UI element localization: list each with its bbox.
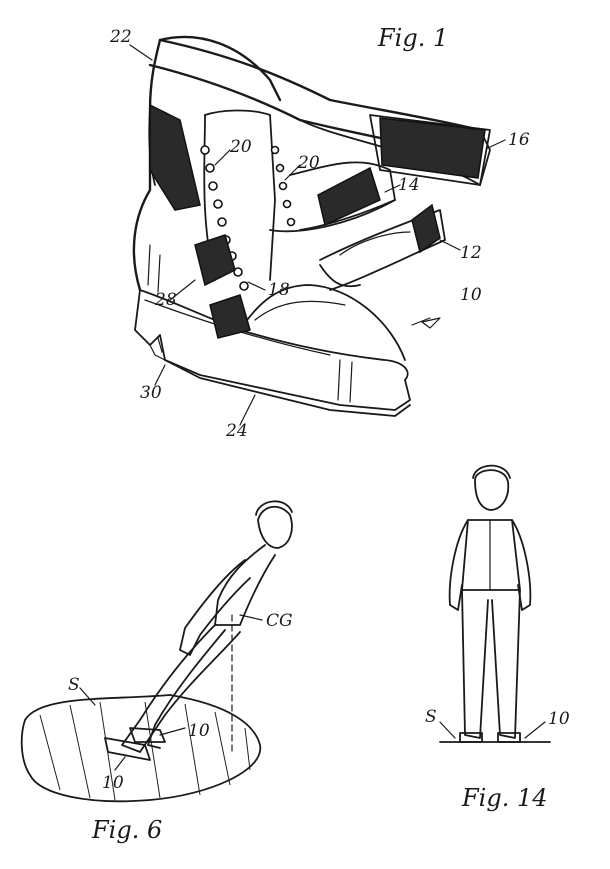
ref-10-fig14: 10 [548, 709, 570, 729]
ref-10-fig1: 10 [460, 285, 482, 305]
fig1-shoe-drawing [132, 35, 491, 417]
fig6-title: Fig. 6 [91, 816, 162, 844]
ref-22: 22 [109, 27, 132, 47]
label-s-fig14: S [425, 707, 437, 727]
ref-12: 12 [460, 243, 482, 263]
ref-14: 14 [398, 175, 420, 195]
ref-20b: 20 [297, 153, 320, 173]
ref-10-fig6b: 10 [102, 773, 124, 793]
ref-10-fig6a: 10 [188, 721, 210, 741]
fig6-leaning-figure [20, 500, 293, 803]
fig14-standing-figure [439, 464, 551, 743]
fig1-title: Fig. 1 [377, 24, 448, 52]
label-s-fig6: S [68, 675, 80, 695]
ref-28: 28 [154, 290, 177, 310]
ref-30: 30 [140, 383, 162, 403]
ref-24: 24 [225, 421, 248, 441]
ref-20a: 20 [229, 137, 252, 157]
ref-18: 18 [268, 280, 290, 300]
label-cg: CG [266, 611, 293, 631]
fig14-title: Fig. 14 [461, 784, 548, 812]
fig1-leader-lines [129, 44, 506, 426]
ref-16: 16 [508, 130, 530, 150]
